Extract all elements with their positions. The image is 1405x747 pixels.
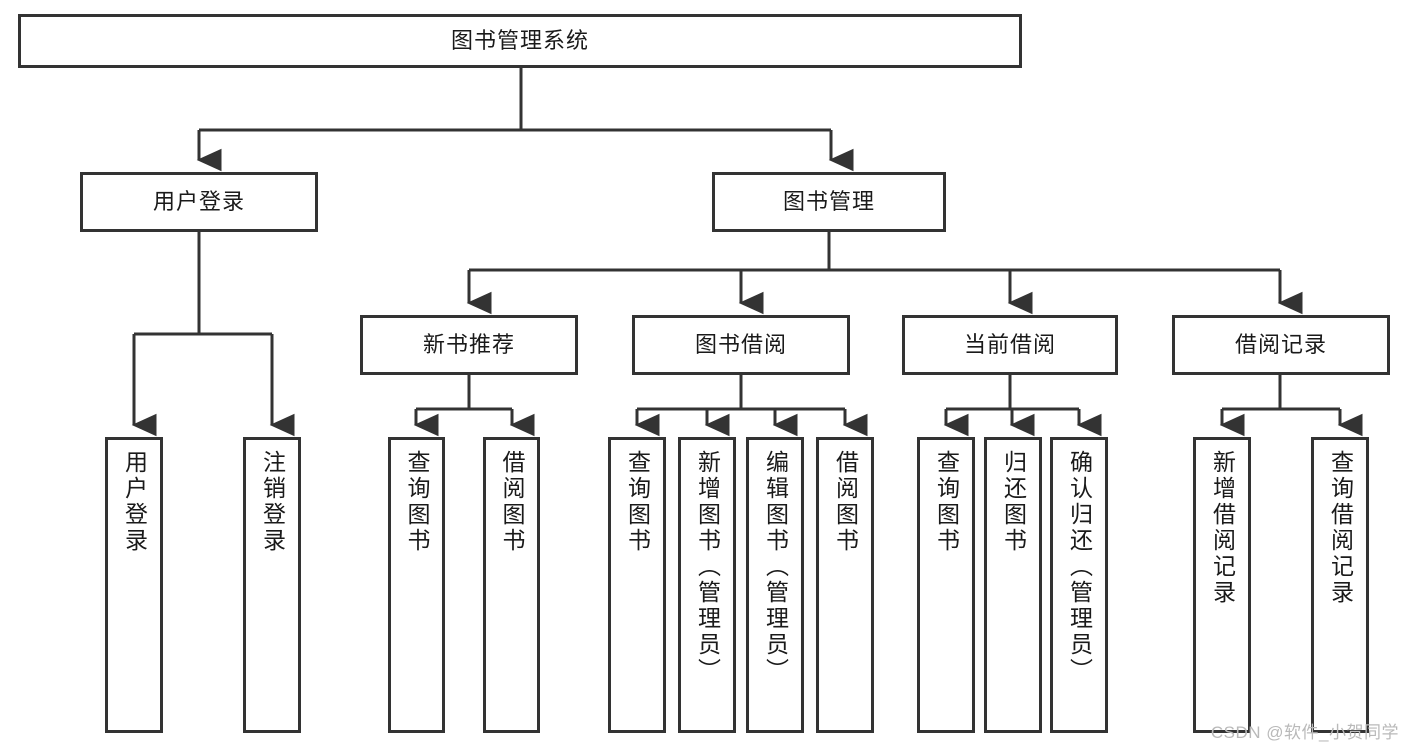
leaf-borrow-query-book[interactable]: 查询图书 — [608, 437, 666, 733]
node-label: 图书管理系统 — [450, 28, 589, 54]
node-label: 新增借阅记录 — [1209, 450, 1236, 606]
node-label: 用户登录 — [121, 450, 148, 554]
leaf-user-login[interactable]: 用户登录 — [105, 437, 163, 733]
node-label: 查询图书 — [933, 450, 960, 554]
node-new-book-recommend[interactable]: 新书推荐 — [360, 315, 578, 375]
node-label: 查询图书 — [404, 450, 430, 554]
node-book-borrow[interactable]: 图书借阅 — [632, 315, 850, 375]
leaf-user-logout[interactable]: 注销登录 — [243, 437, 301, 733]
leaf-current-query-book[interactable]: 查询图书 — [917, 437, 975, 733]
leaf-newbook-query-book[interactable]: 查询图书 — [388, 437, 445, 733]
node-label: 当前借阅 — [963, 332, 1056, 358]
node-user-login[interactable]: 用户登录 — [80, 172, 318, 232]
node-label: 借阅图书 — [499, 450, 525, 554]
node-label: 图书借阅 — [694, 332, 787, 358]
node-label: 查询借阅记录 — [1327, 450, 1354, 606]
node-label: 用户登录 — [152, 189, 245, 215]
node-label: 编辑图书（管理员） — [762, 450, 789, 684]
node-label: 新书推荐 — [422, 332, 515, 358]
node-book-management[interactable]: 图书管理 — [712, 172, 946, 232]
leaf-record-query-record[interactable]: 查询借阅记录 — [1311, 437, 1369, 733]
node-label: 确认归还（管理员） — [1066, 450, 1093, 684]
node-label: 借阅图书 — [832, 450, 859, 554]
leaf-current-return-book[interactable]: 归还图书 — [984, 437, 1042, 733]
node-label: 归还图书 — [1000, 450, 1027, 554]
node-label: 图书管理 — [782, 189, 875, 215]
node-borrow-record[interactable]: 借阅记录 — [1172, 315, 1390, 375]
node-label: 借阅记录 — [1234, 332, 1327, 358]
node-label: 新增图书（管理员） — [694, 450, 721, 684]
leaf-borrow-add-book-admin[interactable]: 新增图书（管理员） — [678, 437, 736, 733]
leaf-borrow-borrow-book[interactable]: 借阅图书 — [816, 437, 874, 733]
node-current-borrow[interactable]: 当前借阅 — [902, 315, 1118, 375]
watermark: CSDN @软件_小贺同学 — [1210, 723, 1399, 742]
leaf-borrow-edit-book-admin[interactable]: 编辑图书（管理员） — [746, 437, 804, 733]
leaf-current-confirm-return-admin[interactable]: 确认归还（管理员） — [1050, 437, 1108, 733]
node-label: 注销登录 — [259, 450, 286, 554]
leaf-record-add-record[interactable]: 新增借阅记录 — [1193, 437, 1251, 733]
node-root-system[interactable]: 图书管理系统 — [18, 14, 1022, 68]
leaf-newbook-borrow-book[interactable]: 借阅图书 — [483, 437, 540, 733]
node-label: 查询图书 — [624, 450, 651, 554]
